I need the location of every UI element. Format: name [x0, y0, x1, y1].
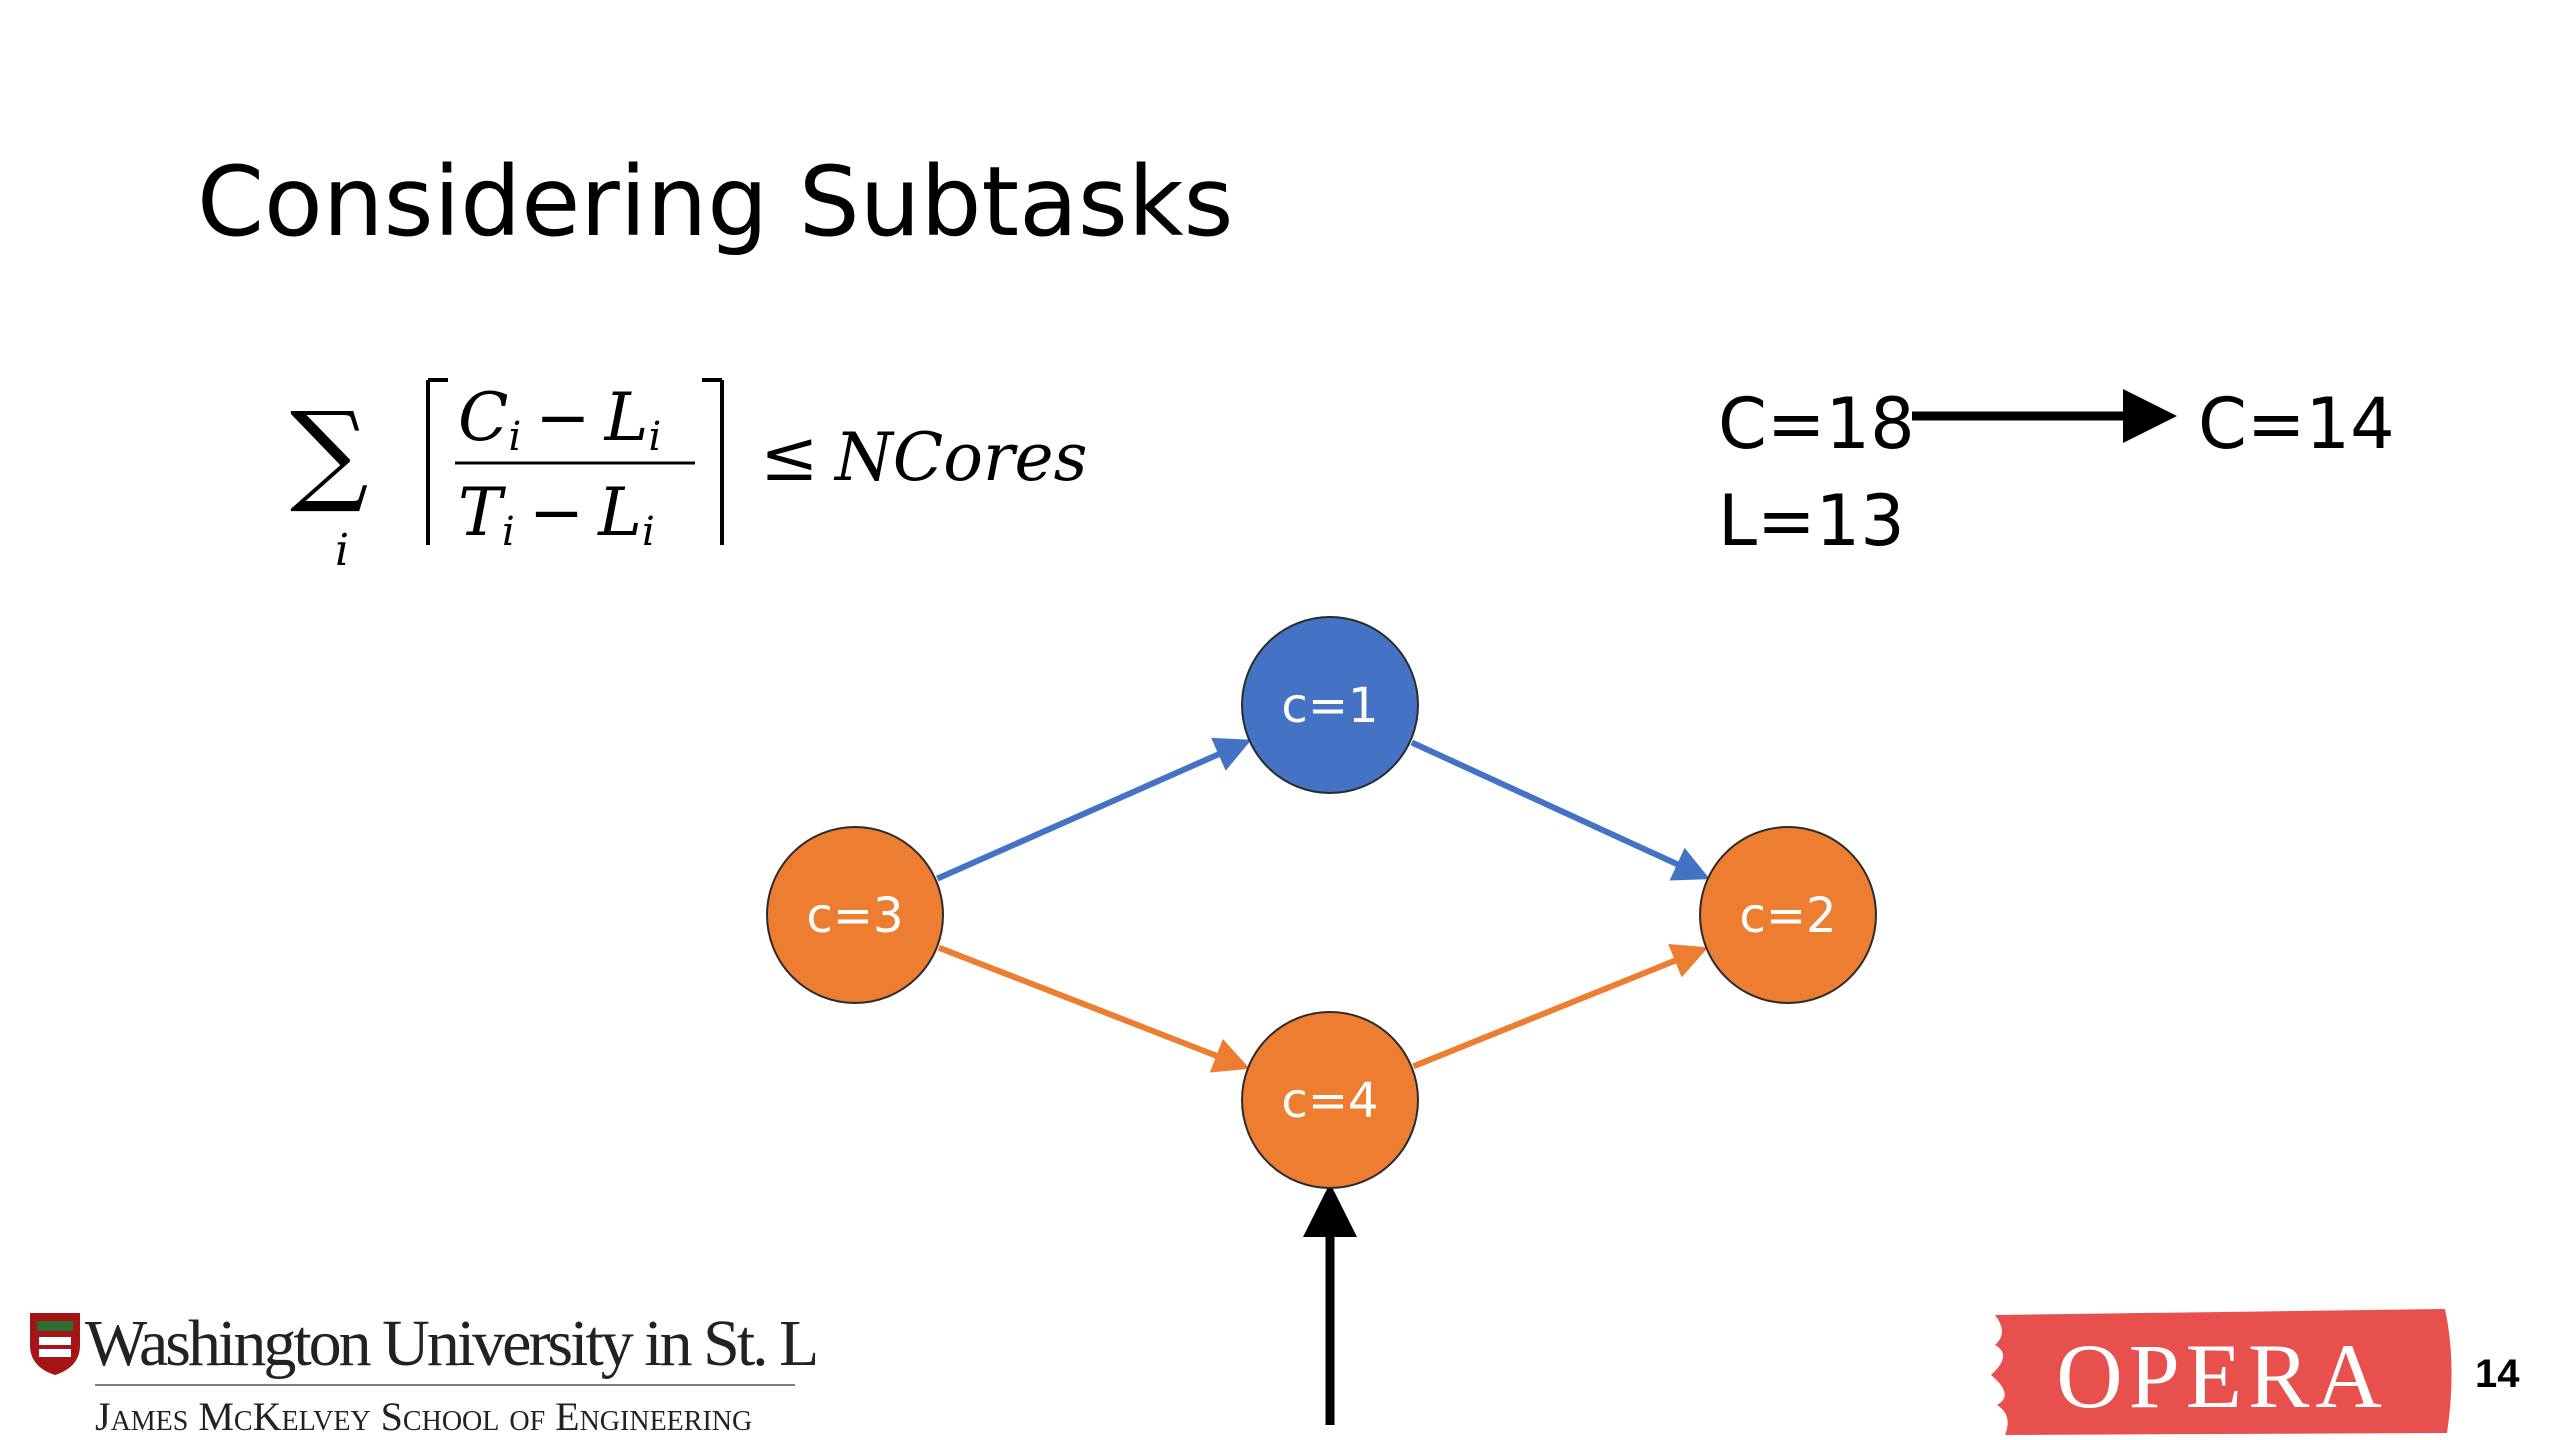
leq-symbol: ≤: [760, 415, 819, 497]
cost-after: C=14: [2198, 383, 2395, 465]
edge-n3-n4: [937, 944, 1250, 1073]
node-circle: [1241, 616, 1419, 794]
cost-before: C=18: [1718, 383, 1915, 465]
latency-label: L=13: [1718, 480, 1905, 562]
page-number: 14: [2475, 1352, 2520, 1396]
washu-shield-icon: [30, 1313, 80, 1375]
sum-symbol: ∑: [290, 388, 369, 516]
formula-rhs: NCores: [833, 419, 1087, 496]
university-name: Washington University in St. Louis: [85, 1307, 815, 1380]
edge-n4-n2: [1412, 944, 1709, 1070]
node-label: c=4: [1281, 1073, 1378, 1129]
graph-nodes: c=1 c=3 c=2 c=4: [766, 616, 1877, 1189]
denominator: Ti−Li: [458, 474, 655, 555]
graph-node-n1: c=1: [1241, 616, 1419, 794]
opera-logo: OPERA: [1991, 1309, 2452, 1435]
school-name: James McKelvey School of Engineering: [95, 1394, 752, 1439]
graph-node-n4: c=4: [1241, 1011, 1419, 1189]
slide-title: Considering Subtasks: [197, 146, 1234, 258]
numerator: Ci−Li: [458, 379, 661, 460]
schedulability-formula: ∑ i Ci−Li Ti−Li ≤ NCores: [290, 378, 1087, 576]
node-label: c=3: [806, 888, 903, 944]
ceil-left: [426, 378, 448, 545]
ceil-right: [702, 378, 724, 545]
opera-brush-shape: [1991, 1309, 2452, 1435]
edge-n3-n1: [936, 737, 1252, 882]
sum-index: i: [335, 525, 349, 576]
graph-node-n3: c=3: [766, 826, 944, 1004]
node-circle: [1241, 1011, 1419, 1189]
lab-name: OPERA: [2056, 1325, 2388, 1427]
graph-edges: [936, 737, 1710, 1073]
edge-n1-n2: [1410, 739, 1710, 881]
node-circle: [766, 826, 944, 1004]
washu-logo: Washington University in St. Louis James…: [30, 1307, 815, 1439]
node-label: c=2: [1739, 888, 1836, 944]
node-label: c=1: [1281, 678, 1378, 734]
graph-node-n2: c=2: [1699, 826, 1877, 1004]
node-circle: [1699, 826, 1877, 1004]
